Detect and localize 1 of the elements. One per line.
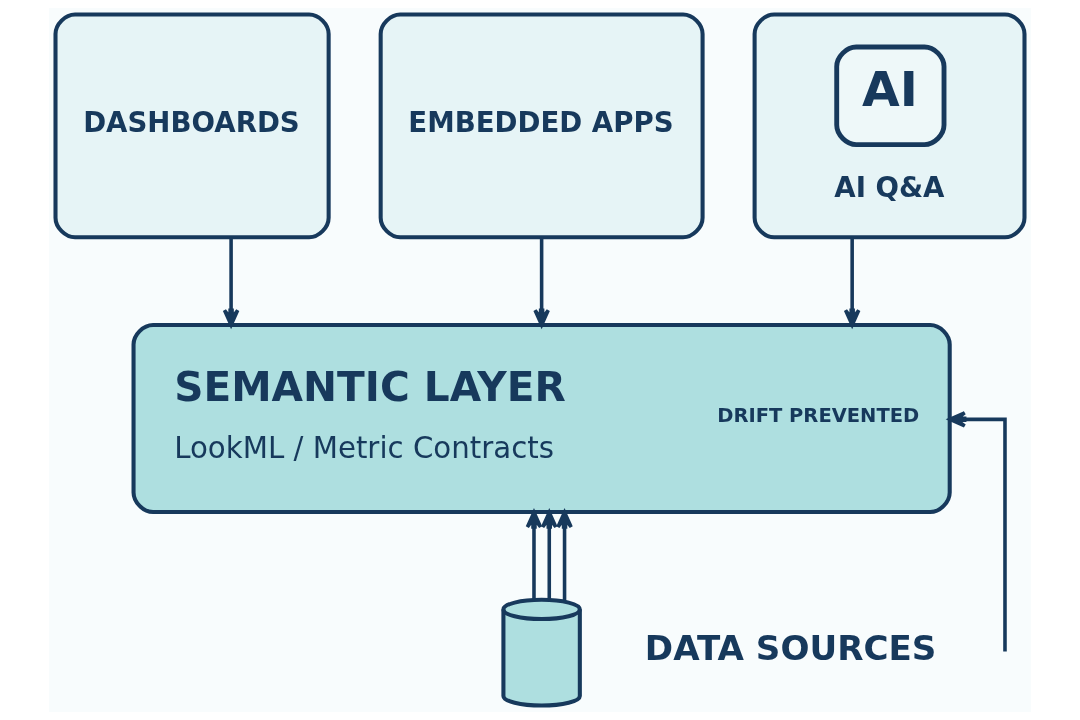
node-label: DATA SOURCES (644, 627, 937, 668)
